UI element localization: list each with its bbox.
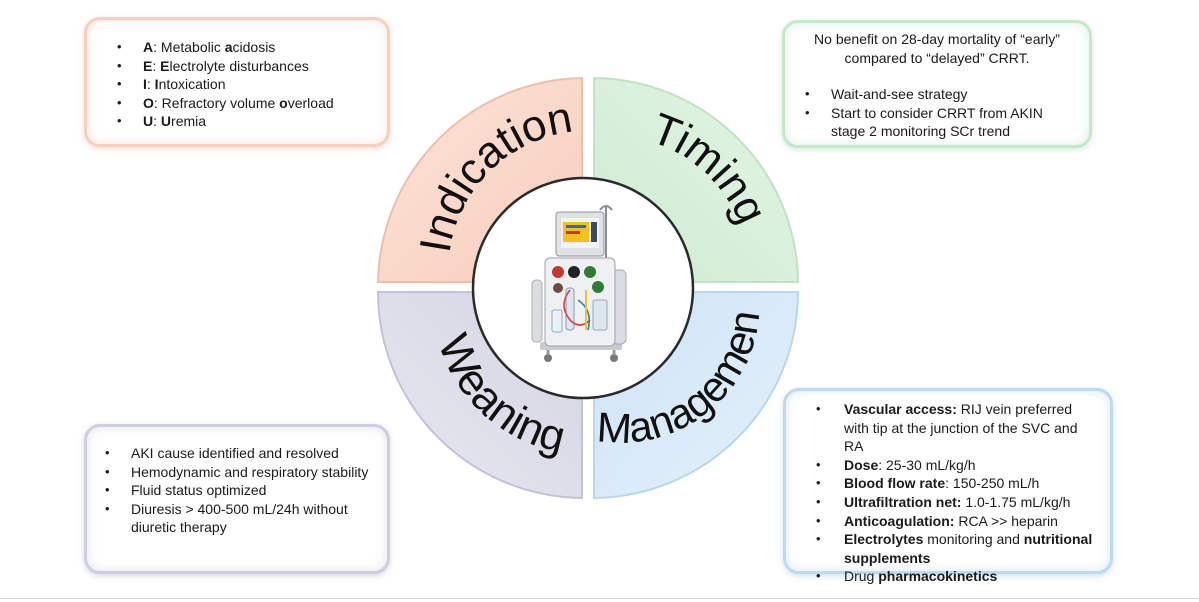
list-item: Fluid status optimized <box>105 481 375 500</box>
bottom-divider <box>0 598 1199 599</box>
management-list: Vascular access: RIJ vein preferred with… <box>816 400 1100 586</box>
weaning-list: AKI cause identified and resolved Hemody… <box>105 444 375 537</box>
list-item: E: Electrolyte disturbances <box>117 57 377 76</box>
list-item: A: Metabolic acidosis <box>117 38 377 57</box>
list-item: AKI cause identified and resolved <box>105 444 375 463</box>
list-item: Blood flow rate: 150-250 mL/h <box>816 474 1100 493</box>
list-item: Anticoagulation: RCA >> heparin <box>816 512 1100 531</box>
list-item: O: Refractory volume overload <box>117 94 377 113</box>
list-item: Electrolytes monitoring and nutritional … <box>816 530 1100 567</box>
list-item: Diuresis > 400-500 mL/24h without diuret… <box>105 500 375 537</box>
list-item: Wait-and-see strategy <box>805 85 1079 104</box>
indication-list: A: Metabolic acidosis E: Electrolyte dis… <box>117 38 377 131</box>
timing-box: No benefit on 28-day mortality of “early… <box>782 20 1092 148</box>
list-item: Ultrafiltration net: 1.0-1.75 mL/kg/h <box>816 493 1100 512</box>
list-item: Dose: 25-30 mL/kg/h <box>816 456 1100 475</box>
list-item: I: Intoxication <box>117 75 377 94</box>
crrt-machine-icon <box>531 205 627 362</box>
list-item: U: Uremia <box>117 112 377 131</box>
management-box: Vascular access: RIJ vein preferred with… <box>783 388 1113 586</box>
list-item: Vascular access: RIJ vein preferred with… <box>816 400 1100 456</box>
indication-box: A: Metabolic acidosis E: Electrolyte dis… <box>84 17 390 147</box>
list-item: Drug pharmacokinetics <box>816 567 1100 586</box>
list-item: Hemodynamic and respiratory stability <box>105 463 375 482</box>
timing-intro: No benefit on 28-day mortality of “early… <box>814 31 1060 66</box>
timing-list: Wait-and-see strategy Start to consider … <box>795 85 1079 141</box>
list-item: Start to consider CRRT from AKIN stage 2… <box>805 104 1079 141</box>
weaning-box: AKI cause identified and resolved Hemody… <box>84 424 390 574</box>
